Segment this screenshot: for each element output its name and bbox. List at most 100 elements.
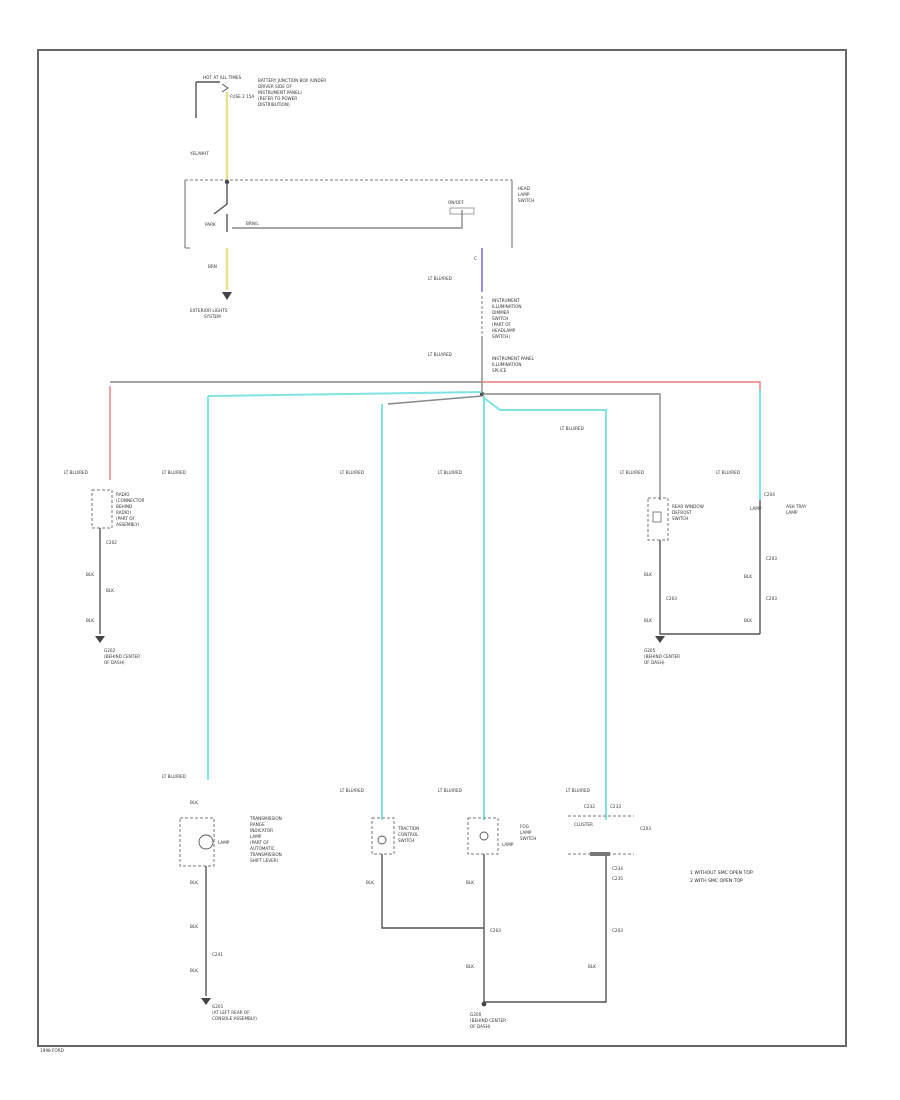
dimmer-wire-label: LT BLU/RED [428,276,452,281]
svg-text:CONTROL: CONTROL [398,832,419,837]
svg-text:DRIVER SIDE OF: DRIVER SIDE OF [258,84,293,89]
svg-text:INSTRUMENT: INSTRUMENT [492,298,520,303]
cluster-pin-right: C203 [640,826,651,831]
svg-text:DIMMER: DIMMER [492,310,509,315]
svg-text:TRANSMISSION: TRANSMISSION [249,852,282,857]
ash-wire3-label: BLK [744,618,752,623]
wire-yel-wht-label: YEL/WHT [189,151,209,156]
ash-wire-label: LT BLU/RED [716,470,740,475]
dimmer-icon [449,207,475,215]
ground-g205-label: G205 (BEHIND CENTER OF DASH) [644,648,680,665]
cluster-pin-bottom: C203 [612,928,623,933]
svg-text:HEADLAMP: HEADLAMP [492,328,516,333]
fog-wire3-label: BLK [466,964,474,969]
radio-wire-label: LT BLU/RED [64,470,88,475]
svg-text:BATTERY JUNCTION BOX (UNDER: BATTERY JUNCTION BOX (UNDER [258,78,326,83]
traction-wire-label: LT BLU/RED [340,788,364,793]
cluster-pin-c2: C235 [612,876,623,881]
svg-text:LAMP: LAMP [786,510,798,515]
radio-pin2-label: BLK [106,588,114,593]
wire-feed [195,81,220,118]
defrost-pin-label: C203 [666,596,677,601]
svg-text:OF DASH): OF DASH) [104,660,125,665]
switch-box-sides [184,180,513,249]
wire-dimmer-internal [232,210,463,229]
svg-text:ILLUMINATION: ILLUMINATION [492,304,522,309]
branch3-wire-label: LT BLU/RED [340,470,364,475]
radio-wire2-label: BLK [86,572,94,577]
wire-cluster-cyan [483,397,607,820]
fuse-sub-label: FUSE 2 15A [230,94,254,99]
switch-pin-label: PARK [205,222,216,227]
svg-text:ILLUMINATION: ILLUMINATION [492,362,522,367]
fog-wire-label: LT BLU/RED [438,788,462,793]
dimmer-pin-label: C [474,256,477,261]
traction-wire2-label: BLK [366,880,374,885]
svg-text:SWITCH: SWITCH [520,836,536,841]
footer-code: 1998 FORD [40,1048,64,1053]
radio-label: RADIO (CONNECTOR BEHIND RADIO) (PART OF … [116,492,145,527]
fog-label: FOG LAMP SWITCH [520,824,536,841]
svg-text:(PART OF: (PART OF [116,516,136,521]
svg-text:G202: G202 [104,648,116,653]
branch5-wire-label: LT BLU/RED [560,426,584,431]
fog-box [467,817,499,855]
defrost-ground-wire [659,540,760,635]
fog-pin-label: C203 [490,928,501,933]
radio-box [91,489,113,529]
svg-text:(AT LEFT REAR OF: (AT LEFT REAR OF [212,1010,250,1015]
svg-text:RANGE: RANGE [250,822,265,827]
fog-lamp-label: LAMP [502,842,514,847]
cluster-pin-c1: C234 [612,866,623,871]
svg-text:TRANSMISSION: TRANSMISSION [249,816,282,821]
svg-text:EXTERIOR LIGHTS: EXTERIOR LIGHTS [190,308,228,313]
svg-text:INDICATOR: INDICATOR [250,828,273,833]
svg-text:(REFER TO POWER: (REFER TO POWER [258,96,297,101]
svg-text:INSTRUMENT PANEL): INSTRUMENT PANEL) [258,90,302,95]
trans-wire-label: LT BLU/RED [162,774,186,779]
wire-brn-label: BRN [208,264,217,269]
defrost-label: REAR WINDOW DEFROST SWITCH [672,504,704,521]
svg-text:BEHIND: BEHIND [116,504,132,509]
ash-lamp-label: LAMP [750,506,762,511]
traction-box [371,817,395,855]
cluster-pin-a: C232 [584,804,595,809]
svg-text:CONSOLE ASSEMBLY): CONSOLE ASSEMBLY) [212,1016,257,1021]
svg-text:OF DASH): OF DASH) [470,1024,491,1029]
trans-pin-label: C241 [212,952,223,957]
radio-pin-label: C202 [106,540,117,545]
ash-pin3-label: C203 [766,596,777,601]
trans-lamp-label: LAMP [218,840,230,845]
svg-text:(BEHIND CENTER: (BEHIND CENTER [104,654,140,659]
exterior-ref: EXTERIOR LIGHTS SYSTEM [190,308,228,319]
svg-text:G201: G201 [212,1004,224,1009]
fuse-note: BATTERY JUNCTION BOX (UNDER DRIVER SIDE … [258,78,326,107]
cluster-pin-b: C233 [610,804,621,809]
svg-text:RADIO): RADIO) [116,510,131,515]
svg-text:DEFROST: DEFROST [672,510,692,515]
svg-text:DISTRIBUTION): DISTRIBUTION) [258,102,290,107]
traction-ground-wire [381,854,484,929]
headlamp-switch-label: HEAD LAMP SWITCH [518,186,534,203]
radio-ground-icon [95,636,105,643]
svg-text:FOG: FOG [520,824,529,829]
trans-label: TRANSMISSION RANGE INDICATOR LAMP (PART … [249,816,282,863]
svg-text:RADIO: RADIO [116,492,130,497]
trans-ground-label: G201 (AT LEFT REAR OF CONSOLE ASSEMBLY) [212,1004,257,1021]
splice-wire-label: LT BLU/RED [428,352,452,357]
branch2-wire-label: LT BLU/RED [162,470,186,475]
svg-text:(PART OF: (PART OF [250,840,270,845]
svg-text:REAR WINDOW: REAR WINDOW [672,504,704,509]
switch-wire-label: BRN/L [246,221,259,226]
svg-text:LAMP: LAMP [250,834,262,839]
cluster-connector-icon [590,852,610,856]
svg-text:SPLICE: SPLICE [492,368,507,373]
bus-cyan-left [207,391,483,397]
cluster-wire-label: LT BLU/RED [566,788,590,793]
dimmer-label: INSTRUMENT ILLUMINATION DIMMER SWITCH (P… [492,298,522,339]
splice-label: INSTRUMENT PANEL ILLUMINATION SPLICE [492,356,535,373]
defrost-box [647,497,669,541]
ash-label: ASH TRAY LAMP [786,504,807,515]
defrost-wire3-label: BLK [644,618,652,623]
